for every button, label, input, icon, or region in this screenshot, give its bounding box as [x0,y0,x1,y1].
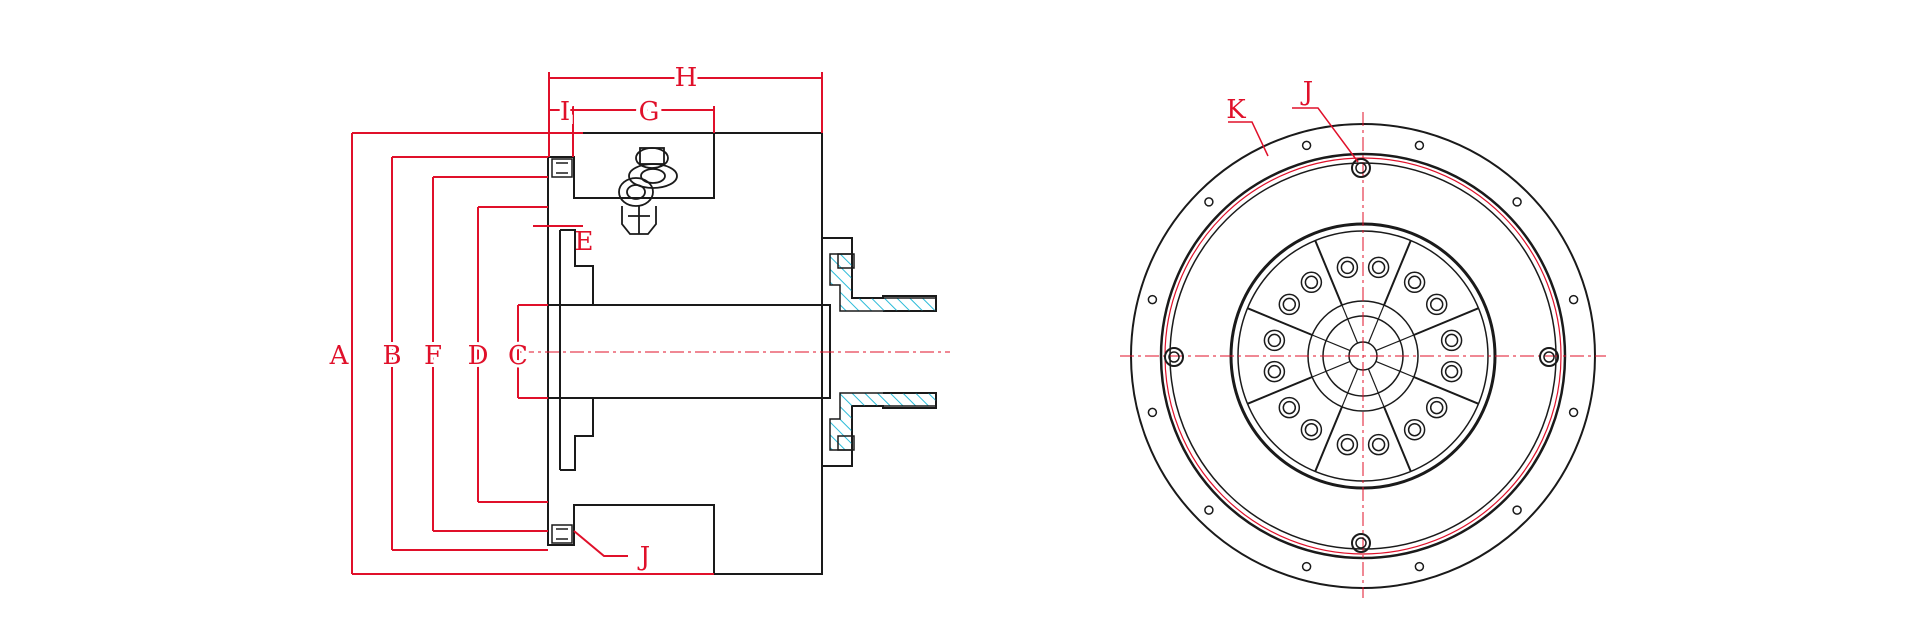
side-dimensions [351,72,823,575]
rotor-bolt-hole [1282,400,1297,415]
rotor-bolt-hole [1263,360,1286,383]
label-dim-h: H [675,63,698,93]
coupling-hatch-top [829,253,937,312]
coupling-bolt-top [837,253,855,269]
hub-spoke [1311,334,1351,352]
hub-spoke [1341,368,1359,408]
port-east [1539,347,1559,367]
rotor-spoke [1314,406,1343,472]
rotor-spoke [1247,376,1313,405]
label-dim-g: G [639,97,660,127]
rotor-bolt-hole [1304,275,1319,290]
flange-small-hole [1414,561,1425,572]
rotor-bolt-hole [1300,271,1323,294]
flange-small-hole [1512,505,1522,515]
rotor-bolt-hole [1336,433,1359,456]
rotor-bolt-hole [1440,360,1463,383]
port-bottom [551,524,573,544]
hub-spoke [1375,334,1415,352]
label-dim-k: K [1226,95,1246,125]
hub-spoke [1367,304,1385,344]
rotor-bolt-hole [1300,418,1323,441]
rotor-bolt-hole [1429,297,1444,312]
label-dim-d: D [468,341,489,371]
rotor-bolt-hole [1267,364,1282,379]
label-dim-e: E [575,227,594,257]
port-south [1351,533,1371,553]
port-north [1351,158,1371,178]
rotor-bolt-hole [1367,256,1390,279]
rotor-holes [1263,256,1463,456]
flange-small-hole [1568,407,1579,418]
rotor-spokes [1247,240,1479,472]
flange-small-hole [1414,140,1425,151]
flange-small-hole [1301,561,1312,572]
rotor-bolt-hole [1444,333,1459,348]
rotor-bolt-hole [1407,422,1422,437]
side-view [518,132,937,575]
flange-small-hole [1512,197,1522,207]
flange-small-hole [1301,140,1312,151]
label-dim-f: F [424,341,442,371]
rotor-spoke [1413,307,1479,336]
rotor-body [547,157,831,545]
rotor-bolt-hole [1278,293,1301,316]
label-dim-i: I [560,97,570,127]
rotor-bolt-hole [1340,260,1355,275]
rotor-bolt-hole [1407,275,1422,290]
label-dim-a: A [329,341,350,371]
rotor-bolt-hole [1304,422,1319,437]
rotor-bolt-hole [1403,271,1426,294]
hub-spoke [1367,368,1385,408]
rotor-bolt-hole [1263,329,1286,352]
flange-small-hole [1204,197,1214,207]
rotor-bolt-hole [1403,418,1426,441]
label-dim-c: C [508,341,528,371]
rotor-bolt-hole [1371,437,1386,452]
rotor-bolt-hole [1429,400,1444,415]
rotor-bolt-hole [1425,293,1448,316]
coupling-bolt-bottom [837,435,855,451]
rotor-bolt-hole [1444,364,1459,379]
rotor-spoke [1383,406,1412,472]
rotor-bolt-hole [1282,297,1297,312]
port-west [1164,347,1184,367]
label-dim-j-front: J [1300,77,1313,107]
rotor-spoke [1314,240,1343,306]
rotor-bolt-hole [1371,260,1386,275]
front-leaders [1228,107,1359,163]
rotor-bolt-hole [1440,329,1463,352]
label-dim-b: B [382,341,401,371]
outer-housing [547,132,823,575]
rotor-bolt-hole [1278,396,1301,419]
rotor-bolt-hole [1267,333,1282,348]
label-dim-j-side: J [637,542,650,572]
flange-small-hole [1204,505,1214,515]
flange-small-hole [1568,294,1579,305]
port-top [551,158,573,178]
rotor-spoke [1413,376,1479,405]
flange-small-holes [1147,140,1579,572]
hub-spoke [1311,360,1351,378]
hub-spoke [1341,304,1359,344]
flange-small-hole [1147,407,1158,418]
rotor-spoke [1383,240,1412,306]
air-fitting [618,147,678,235]
hub-spoke [1375,360,1415,378]
front-ports [1164,158,1559,553]
coupling-hatch-bottom [829,392,937,451]
rotor-bolt-hole [1425,396,1448,419]
rotor-bolt-hole [1336,256,1359,279]
rotor-bolt-hole [1340,437,1355,452]
flange-small-hole [1147,294,1158,305]
rotor-bolt-hole [1367,433,1390,456]
rotor-spoke [1247,307,1313,336]
